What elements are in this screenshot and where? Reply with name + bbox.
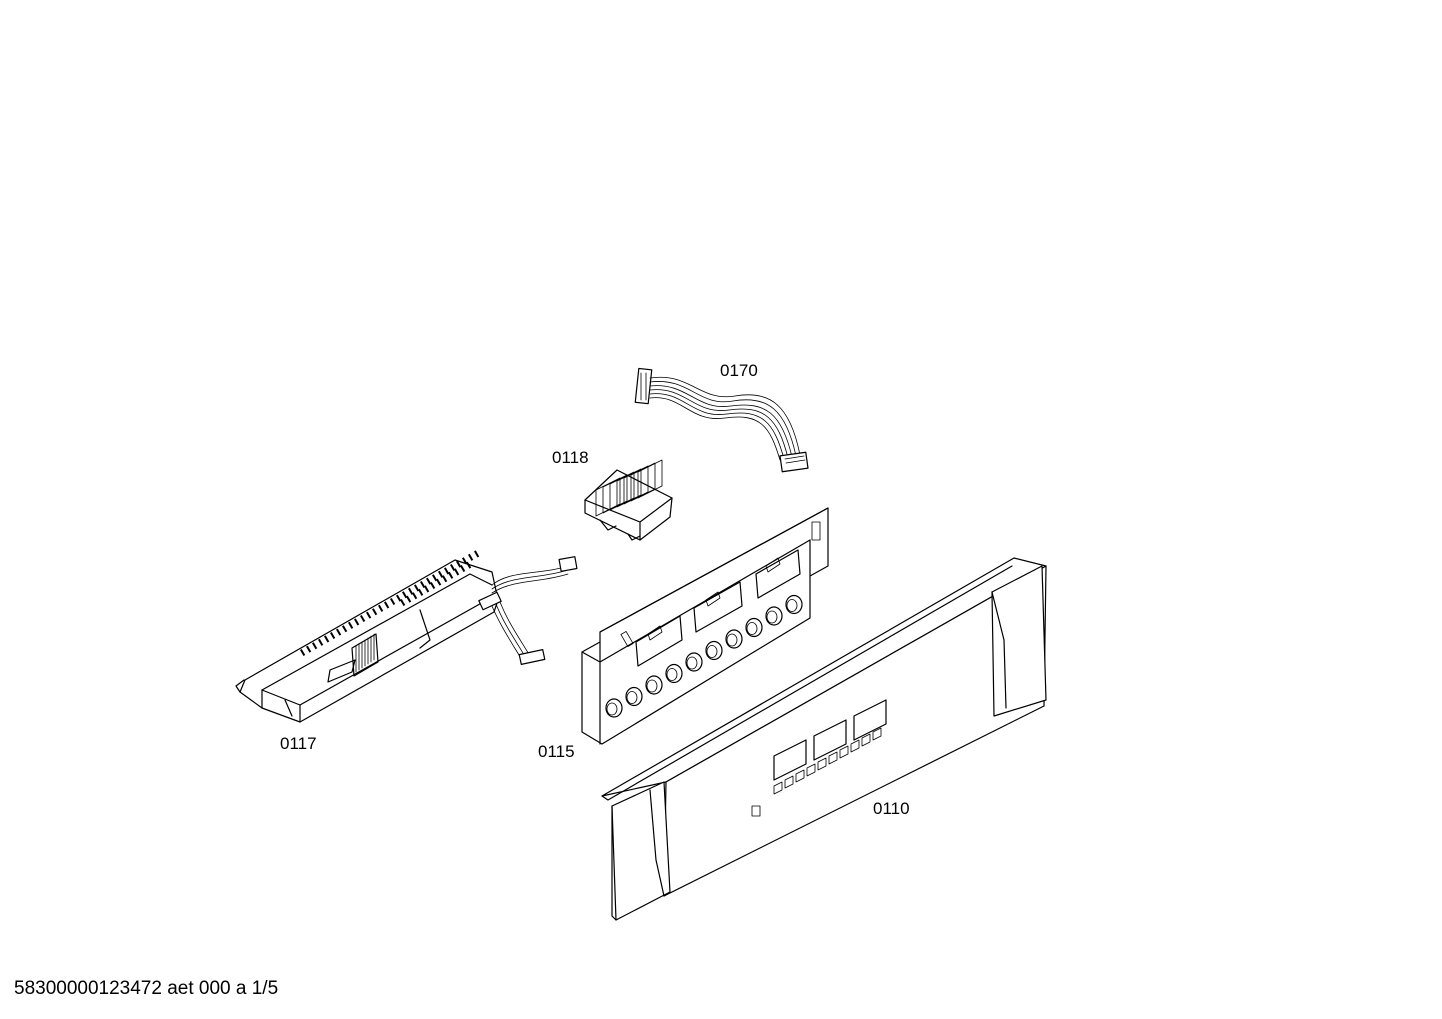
part-label-0110: 0110	[873, 799, 910, 818]
drawing-number-footer: 58300000123472 aet 000 a 1/5	[14, 978, 279, 999]
control-module-0117	[235, 550, 578, 723]
part-label-0170: 0170	[720, 361, 758, 380]
part-label-0118: 0118	[552, 448, 589, 467]
part-label-0115: 0115	[538, 742, 575, 761]
front-panel-0110	[601, 557, 1047, 921]
heat-sink-0118	[584, 459, 673, 541]
keyboard-frame-0115	[581, 507, 829, 745]
wire-harness-0170	[634, 367, 809, 473]
part-label-0117: 0117	[280, 734, 317, 753]
